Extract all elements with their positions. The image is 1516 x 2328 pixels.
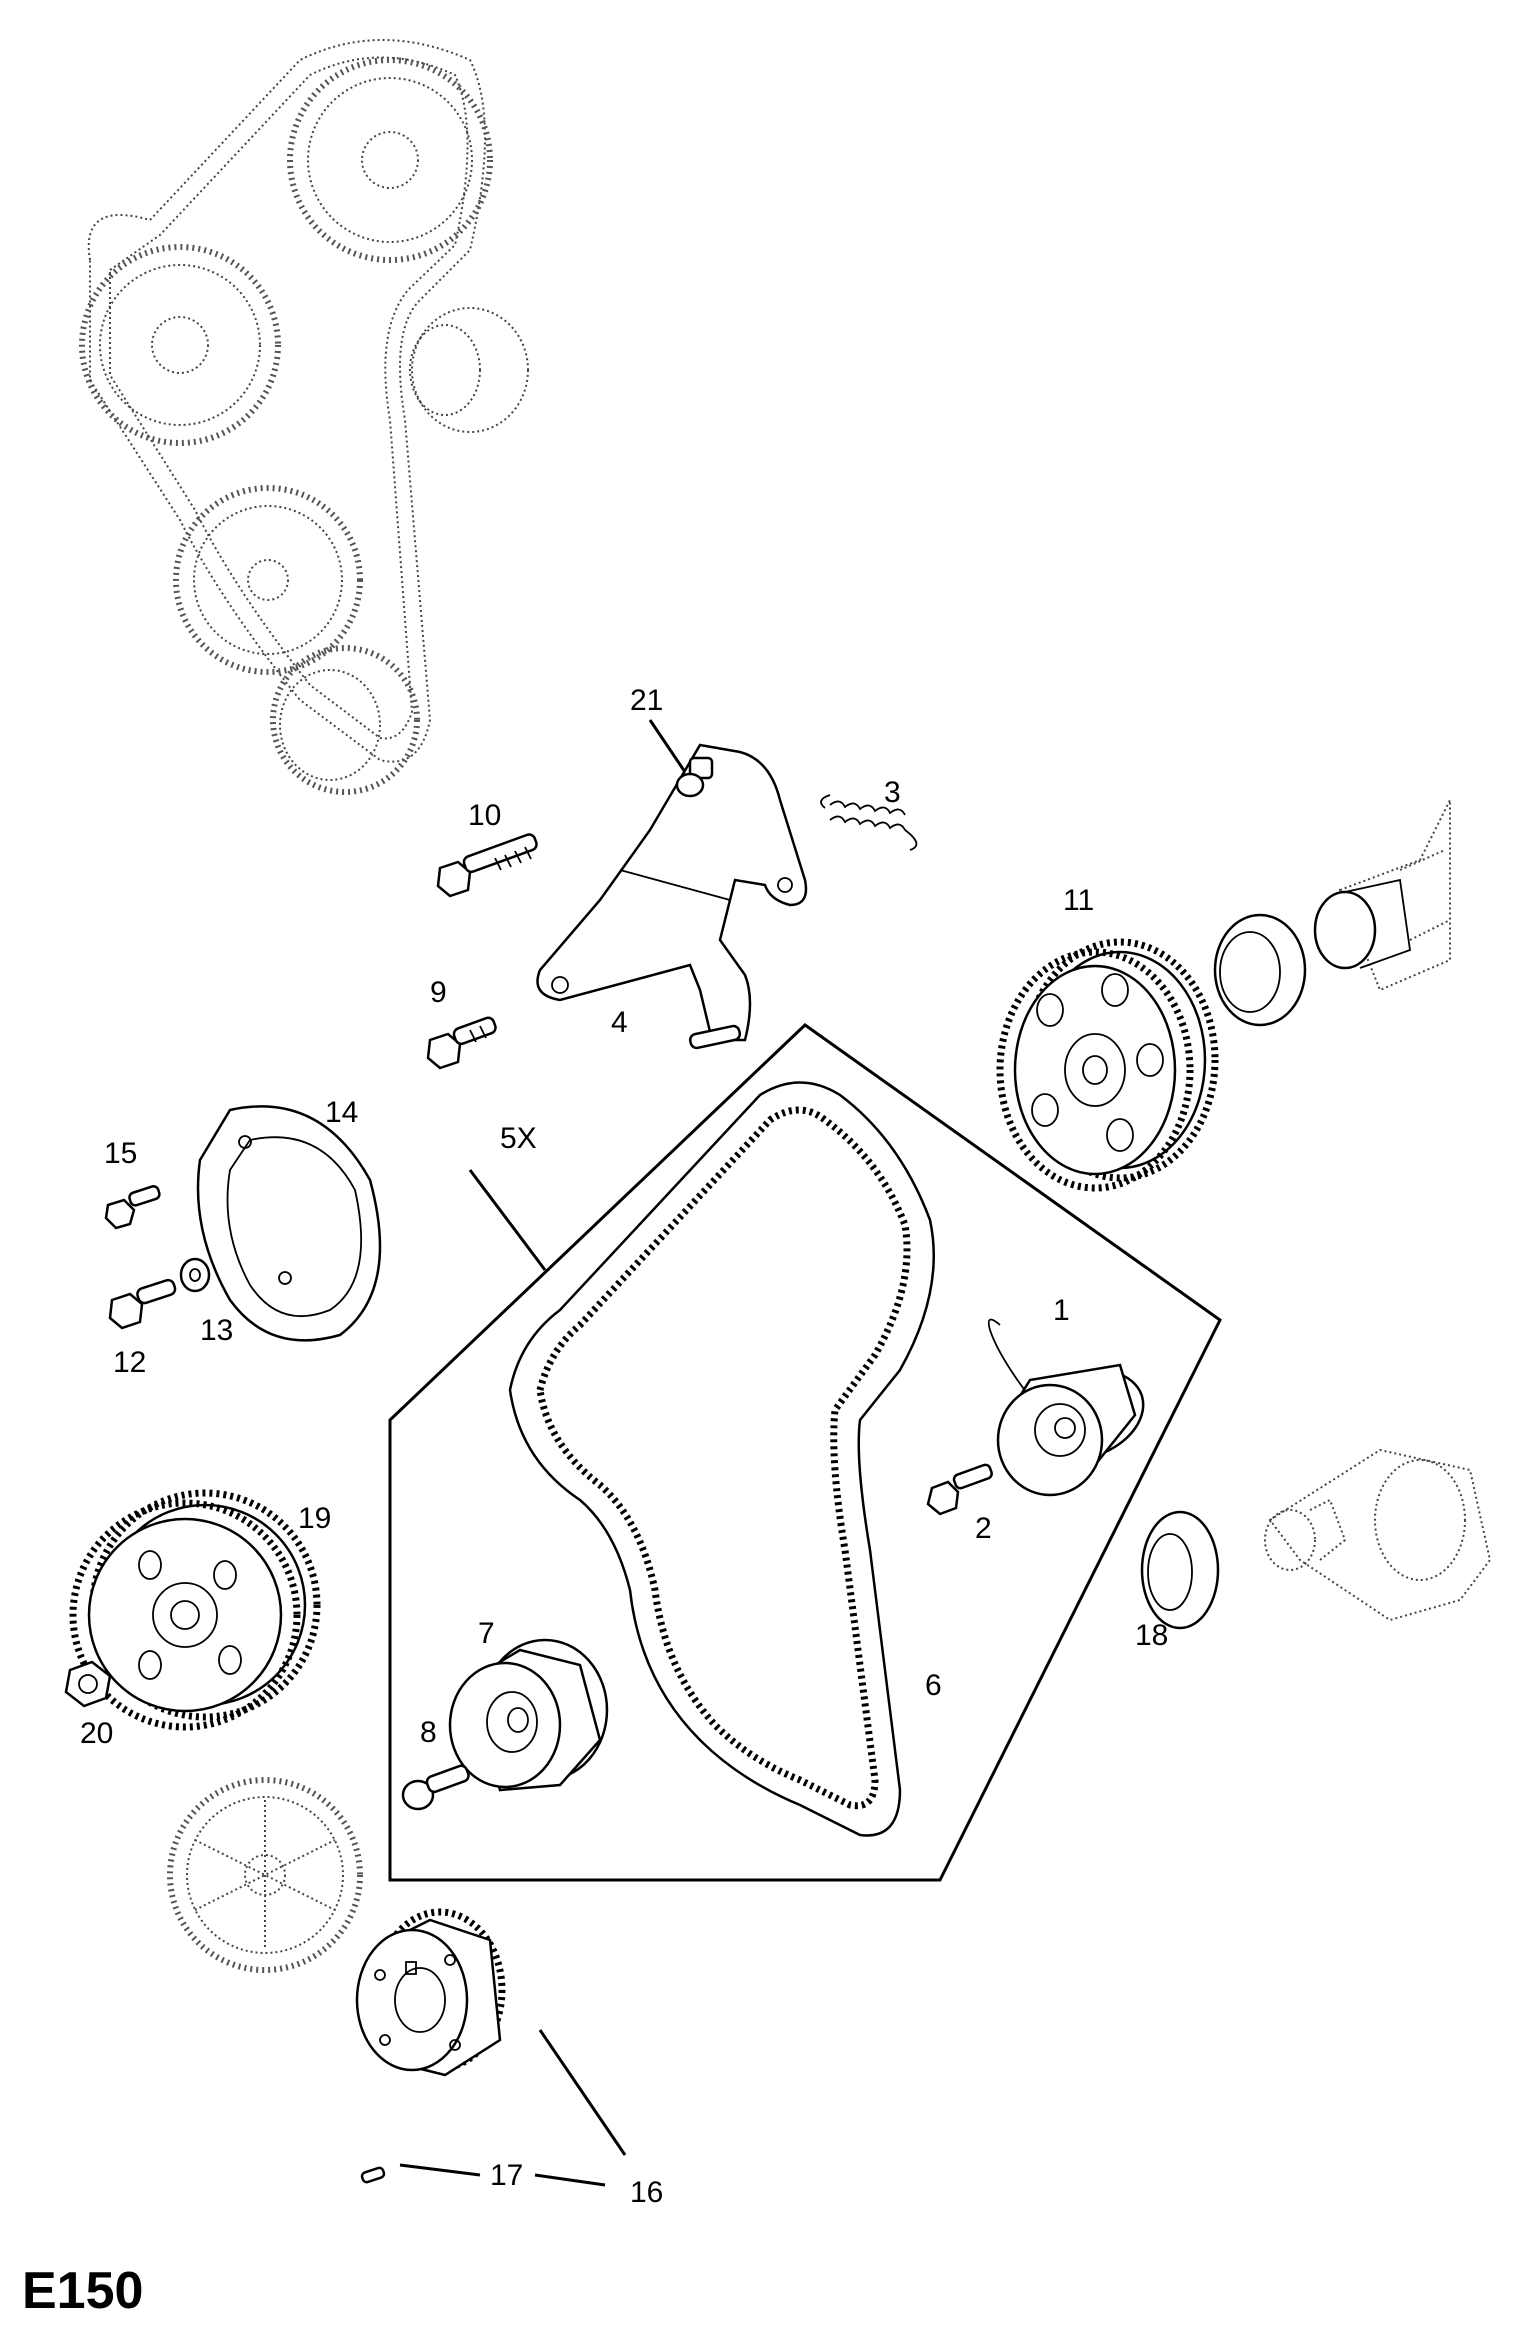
camshaft-gear-11 — [996, 938, 1219, 1192]
callout-16: 16 — [630, 2176, 663, 2209]
callout-11: 11 — [1063, 884, 1094, 917]
diagram-code: E150 — [22, 2262, 143, 2320]
callout-18: 18 — [1135, 1619, 1168, 1652]
tension-spring — [820, 794, 918, 851]
callout-19: 19 — [298, 1502, 331, 1535]
kit-box-5x — [388, 1023, 1222, 1882]
crank-sprocket-16 — [355, 1908, 506, 2077]
bolt-12 — [108, 1278, 177, 1330]
bolt-15 — [104, 1185, 161, 1230]
callout-12: 12 — [113, 1346, 146, 1379]
callout-10: 10 — [468, 799, 501, 832]
tensioner-bracket — [536, 743, 808, 1050]
callout-2: 2 — [975, 1512, 992, 1545]
callout-17: 17 — [490, 2159, 523, 2192]
bolt-10 — [436, 833, 538, 898]
crank-seal-18 — [1140, 1510, 1220, 1630]
callout-15: 15 — [104, 1137, 137, 1170]
callout-3: 3 — [884, 776, 901, 809]
ghost-belt-assembly — [79, 39, 529, 795]
bolt-8 — [401, 1764, 470, 1811]
camshaft-end — [1313, 799, 1451, 992]
timing-belt-6 — [508, 1081, 935, 1837]
bolt-2 — [926, 1463, 993, 1516]
callout-5x: 5X — [500, 1122, 537, 1155]
nut-20 — [64, 1660, 112, 1708]
ghost-crank-gear — [167, 1777, 363, 1973]
callout-1: 1 — [1053, 1294, 1070, 1327]
callout-13: 13 — [200, 1314, 233, 1347]
leader-lines — [399, 719, 687, 2187]
callout-20: 20 — [80, 1717, 113, 1750]
callout-21: 21 — [630, 684, 663, 717]
callout-7: 7 — [478, 1617, 495, 1650]
callout-9: 9 — [430, 976, 447, 1009]
callout-6: 6 — [925, 1669, 942, 1702]
bolt-9 — [426, 1016, 497, 1070]
crankshaft — [1264, 1448, 1492, 1622]
woodruff-key-17 — [360, 2166, 386, 2184]
idler-pulley-7 — [448, 1638, 609, 1792]
gear-19 — [69, 1489, 321, 1731]
tensioner-pulley-1 — [987, 1318, 1145, 1497]
callout-4: 4 — [611, 1006, 628, 1039]
callout-14: 14 — [325, 1096, 358, 1129]
camshaft-seal — [1213, 913, 1307, 1027]
cover-plate-14 — [196, 1105, 382, 1342]
callout-8: 8 — [420, 1716, 437, 1749]
callout-labels: 21 3 10 9 4 11 14 15 5X 13 12 1 2 19 7 6… — [80, 684, 1168, 2209]
washer-13 — [179, 1257, 211, 1293]
